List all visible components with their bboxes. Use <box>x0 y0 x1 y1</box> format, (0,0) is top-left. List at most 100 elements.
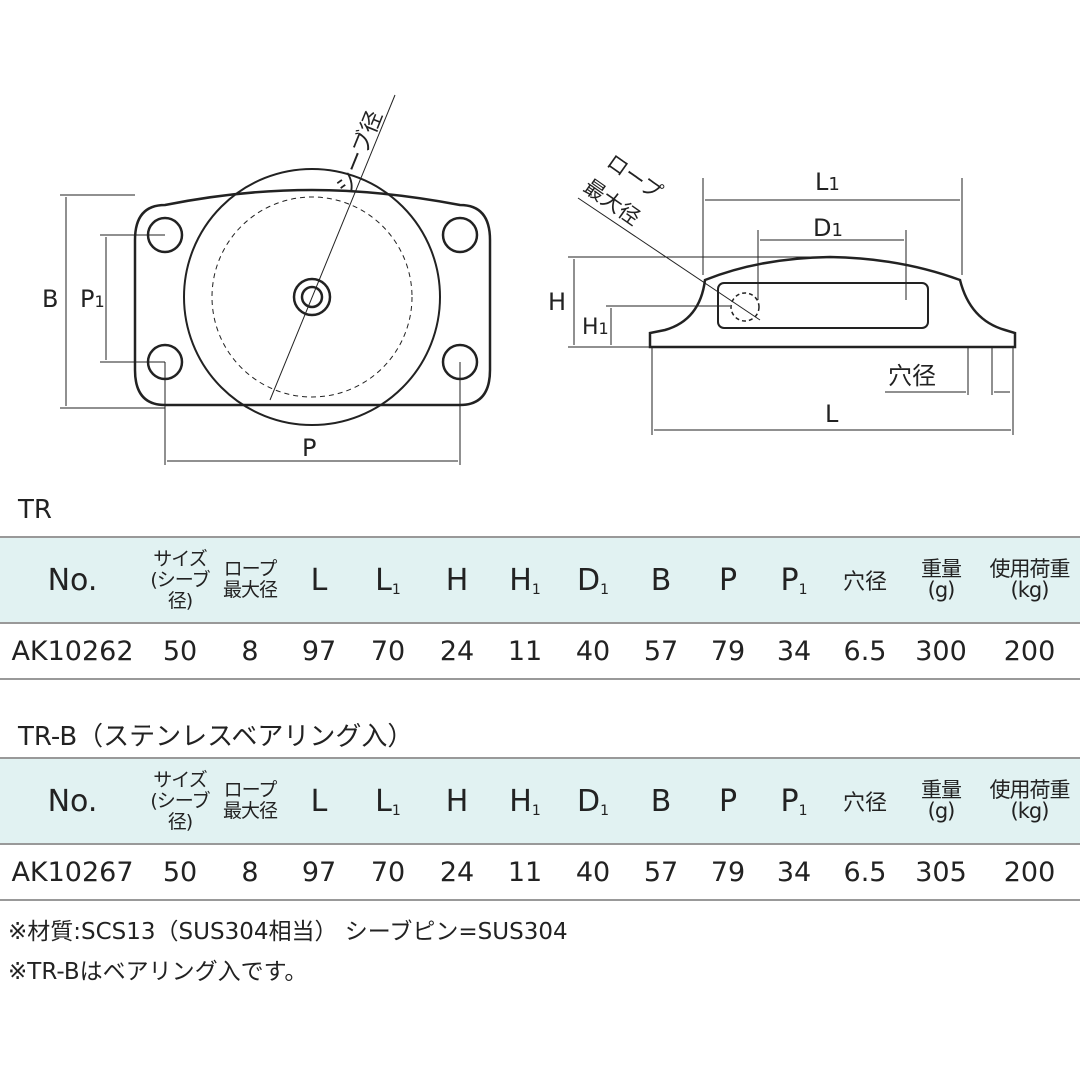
header-line: 重量 <box>921 557 962 581</box>
table-cell: 79 <box>695 844 761 901</box>
table-cell: 200 <box>979 844 1080 901</box>
column-header: H <box>423 536 491 624</box>
column-header: H1 <box>491 757 559 845</box>
column-header: 使用荷重(kg) <box>979 757 1080 845</box>
header-label: L <box>375 783 392 819</box>
header-label: D <box>576 562 601 598</box>
column-header: 穴径 <box>827 536 903 624</box>
table-cell: 305 <box>903 844 979 901</box>
header-line: (シーブ径) <box>150 789 210 833</box>
table-title-tr: TR <box>18 495 52 525</box>
dim-P1-label: P1 <box>80 285 105 313</box>
header-label: L <box>310 562 328 598</box>
table-cell: 40 <box>559 844 627 901</box>
header-subscript: 1 <box>600 802 610 819</box>
header-label: B <box>650 783 672 819</box>
header-label: D <box>576 783 601 819</box>
top-view-dimensions <box>60 94 461 465</box>
table-cell: 8 <box>215 844 285 901</box>
header-label: P <box>780 783 799 819</box>
column-header: D1 <box>559 536 627 624</box>
product-number: AK10262 <box>0 623 145 680</box>
column-header: No. <box>0 536 145 624</box>
dim-H1-label: H1 <box>582 315 609 340</box>
header-label: H <box>509 783 532 819</box>
table-cell: 24 <box>423 623 491 680</box>
table-cell: 97 <box>285 844 353 901</box>
header-subscript: 1 <box>600 581 610 598</box>
column-header: サイズ(シーブ径) <box>145 757 215 845</box>
header-label: 穴径 <box>842 791 887 816</box>
table-cell: 57 <box>627 844 695 901</box>
table-cell: 6.5 <box>827 623 903 680</box>
dim-H-label: H <box>548 288 566 316</box>
dim-L1-label: L1 <box>815 168 840 196</box>
column-header: B <box>627 757 695 845</box>
column-header: L1 <box>353 536 423 624</box>
column-header: P <box>695 757 761 845</box>
header-line: ロープ <box>223 779 278 801</box>
dim-L-label: L <box>825 400 839 428</box>
header-label: P <box>718 562 738 598</box>
header-line: サイズ <box>153 547 207 570</box>
hole-dia-label: 穴径 <box>888 362 936 390</box>
header-line: サイズ <box>153 768 207 791</box>
table-cell: 50 <box>145 623 215 680</box>
header-line: (g) <box>927 799 956 823</box>
header-label: H <box>509 562 532 598</box>
table-cell: 11 <box>491 623 559 680</box>
table-cell: 300 <box>903 623 979 680</box>
sheave-dia-label: シーブ径 <box>332 108 388 198</box>
header-line: (kg) <box>1010 799 1050 823</box>
table-cell: 57 <box>627 623 695 680</box>
table-cell: 70 <box>353 844 423 901</box>
column-header: 穴径 <box>827 757 903 845</box>
header-subscript: 1 <box>798 581 808 598</box>
column-header: サイズ(シーブ径) <box>145 536 215 624</box>
column-header: 重量(g) <box>903 536 979 624</box>
table-cell: 70 <box>353 623 423 680</box>
column-header: L <box>285 757 353 845</box>
note-material: ※材質:SCS13（SUS304相当） シーブピン=SUS304 <box>8 919 568 945</box>
column-header: L <box>285 536 353 624</box>
column-header: P1 <box>761 536 827 624</box>
header-line: (kg) <box>1010 578 1050 602</box>
column-header: ロープ最大径 <box>215 757 285 845</box>
table-cell: 50 <box>145 844 215 901</box>
header-line: ロープ <box>223 558 278 580</box>
table-cell: 34 <box>761 844 827 901</box>
header-line: 重量 <box>921 778 962 802</box>
header-subscript: 1 <box>531 802 541 819</box>
column-header: P <box>695 536 761 624</box>
table-title-tr-b: TR-B（ステンレスベアリング入） <box>18 722 414 752</box>
table-cell: 97 <box>285 623 353 680</box>
table-cell: 34 <box>761 623 827 680</box>
header-subscript: 1 <box>391 802 401 819</box>
header-label: No. <box>47 562 98 598</box>
product-number: AK10267 <box>0 844 145 901</box>
column-header: 重量(g) <box>903 757 979 845</box>
column-header: ロープ最大径 <box>215 536 285 624</box>
header-subscript: 1 <box>391 581 401 598</box>
header-label: L <box>310 783 328 819</box>
header-line: (g) <box>927 578 956 602</box>
header-label: P <box>780 562 799 598</box>
header-line: 使用荷重 <box>989 557 1071 581</box>
column-header: D1 <box>559 757 627 845</box>
header-line: 最大径 <box>222 579 278 601</box>
dim-P-label: P <box>302 434 316 462</box>
table-cell: 6.5 <box>827 844 903 901</box>
header-subscript: 1 <box>531 581 541 598</box>
header-label: 穴径 <box>842 570 887 595</box>
header-line: 使用荷重 <box>989 778 1071 802</box>
dim-B-label: B <box>42 285 58 313</box>
column-header: No. <box>0 757 145 845</box>
column-header: L1 <box>353 757 423 845</box>
column-header: B <box>627 536 695 624</box>
